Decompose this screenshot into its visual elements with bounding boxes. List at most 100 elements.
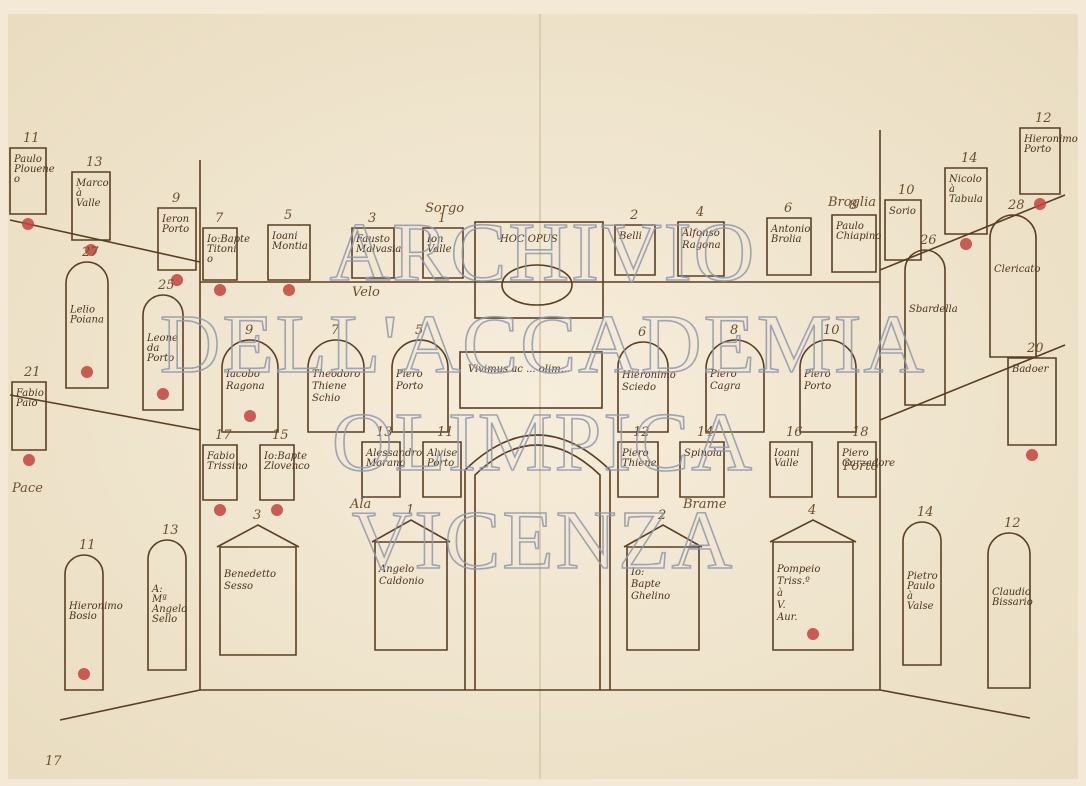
niche-number: 12 — [633, 425, 650, 440]
niche-name: Spinola — [684, 448, 722, 459]
niche-frame — [617, 341, 669, 433]
niche-number: 14 — [961, 151, 978, 166]
niche-number: 3 — [253, 508, 261, 523]
niche-frame — [769, 519, 857, 651]
wax-seal-dot — [78, 668, 90, 680]
wax-seal-dot — [22, 218, 34, 230]
niche-number: 7 — [215, 211, 224, 226]
wax-seal-dot — [960, 238, 972, 250]
niche-number: 21 — [23, 365, 41, 380]
niche-frame — [216, 524, 300, 656]
niche-number: 8 — [849, 198, 857, 213]
niche-frame — [9, 147, 47, 215]
watermark-line: ARCHIVIO — [330, 206, 757, 299]
niche-frame — [987, 532, 1031, 689]
niche-number: 26 — [919, 233, 937, 248]
niche-frame — [422, 227, 464, 279]
annotation: 17 — [45, 754, 62, 769]
niche-frame — [1019, 127, 1061, 195]
niche-name: Sbardella — [909, 304, 958, 315]
niche-frame — [259, 444, 295, 501]
niche-number: 5 — [284, 208, 292, 223]
wax-seal-dot — [85, 244, 97, 256]
wax-seal-dot — [171, 274, 183, 286]
wax-seal-dot — [807, 628, 819, 640]
annotation: Broglia — [827, 195, 876, 210]
niche-frame — [11, 381, 47, 451]
niche-number: 9 — [172, 191, 180, 206]
annotations: Sorgo Velo Broglia Pace Porto Ala Brame … — [11, 195, 878, 769]
annotation: Porto — [842, 459, 878, 474]
niche-frame — [202, 444, 238, 501]
wax-seal-dot — [81, 366, 93, 378]
niche-name: Clericato — [994, 264, 1040, 275]
wax-seal-dot — [214, 504, 226, 516]
niche-frame — [766, 217, 812, 276]
niche-number: 4 — [807, 503, 816, 518]
niche-number: 3 — [368, 211, 376, 226]
niche-number: 20 — [1026, 341, 1044, 356]
niche-name: Sorio — [889, 206, 916, 217]
watermark-line: DELL'ACCADEMIA — [160, 298, 926, 391]
wax-seal-dot — [1034, 198, 1046, 210]
wax-seal-dot — [1026, 449, 1038, 461]
niche-number: 11 — [79, 538, 96, 553]
niche-number: 11 — [23, 131, 40, 146]
niche-name: Belli — [618, 231, 642, 242]
niche-number: 12 — [1035, 111, 1052, 126]
niche-number: 17 — [215, 428, 232, 443]
niche-number: 14 — [697, 425, 714, 440]
niche-number: 8 — [730, 323, 738, 338]
niche-number: 7 — [331, 323, 340, 338]
niche-number: 18 — [852, 425, 869, 440]
niche-frame — [944, 167, 988, 235]
niche-number: 16 — [786, 425, 803, 440]
niche-frame — [677, 221, 725, 277]
niche-frame — [351, 227, 395, 279]
niche-frame — [371, 519, 451, 651]
niche-number: 2 — [657, 508, 666, 523]
niche-number: 10 — [898, 183, 915, 198]
